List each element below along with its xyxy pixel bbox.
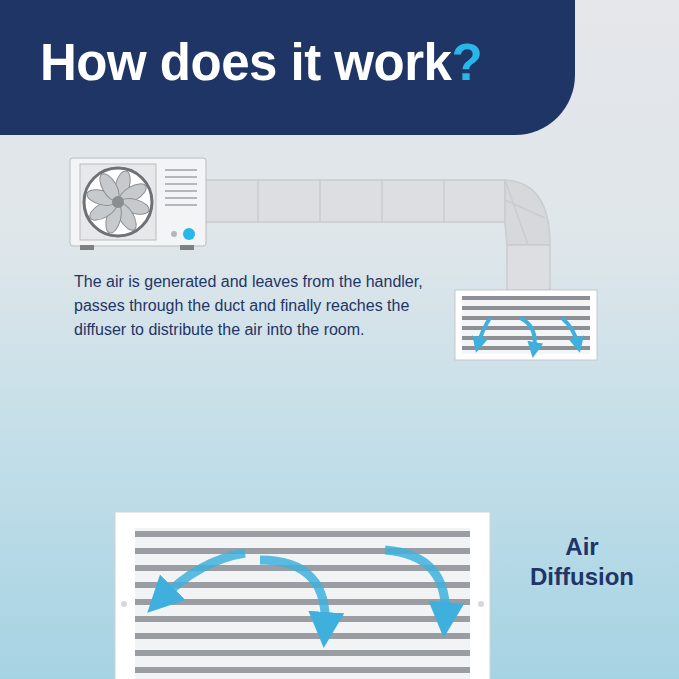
section-label: Air Diffusion xyxy=(520,532,644,592)
title-accent: ? xyxy=(451,34,482,91)
air-handler xyxy=(70,158,206,250)
small-diffuser xyxy=(455,290,597,360)
title: How does it work? xyxy=(40,28,482,98)
description-text: The air is generated and leaves from the… xyxy=(74,270,446,342)
title-banner xyxy=(0,0,575,135)
large-diffuser xyxy=(115,512,490,679)
